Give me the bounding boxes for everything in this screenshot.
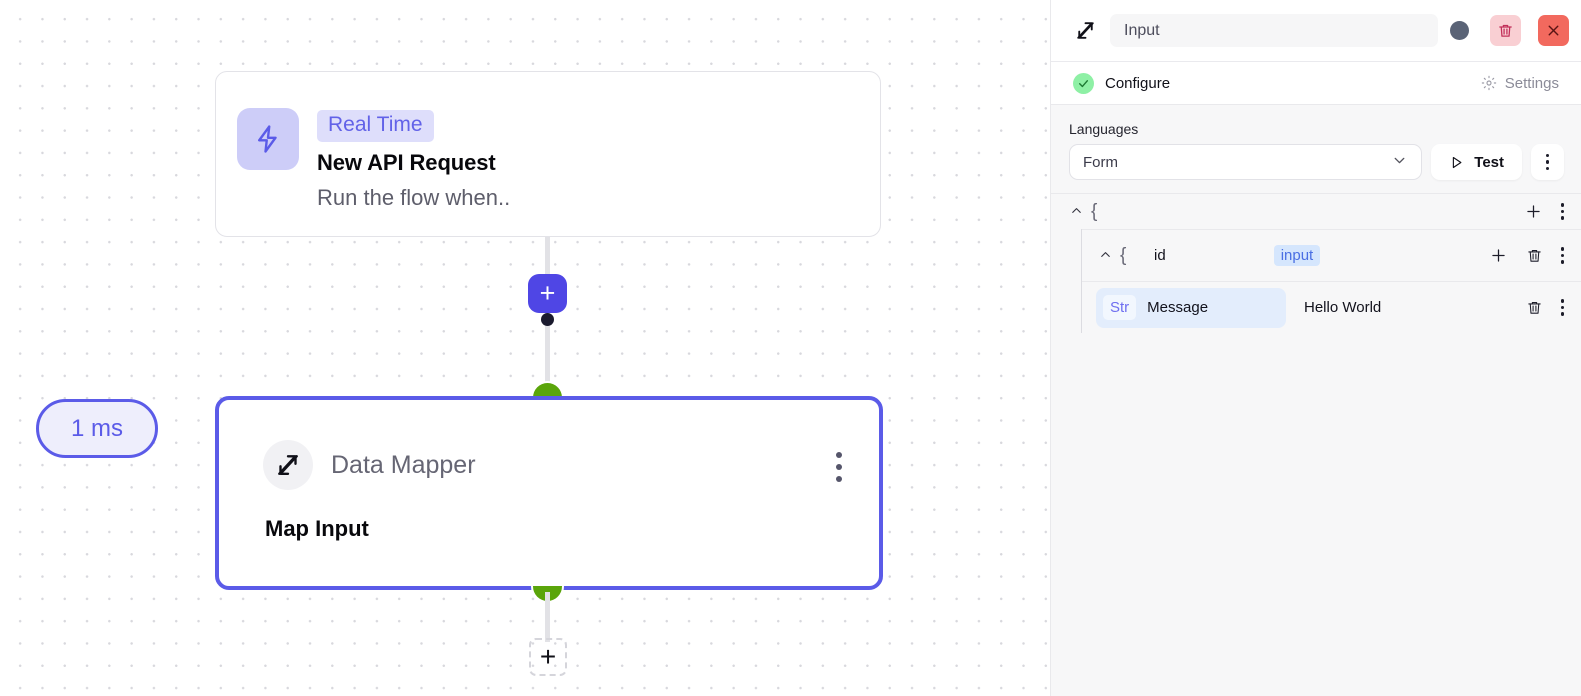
settings-label: Settings xyxy=(1504,74,1559,92)
schema-tree: { xyxy=(1051,193,1581,333)
mapper-node-header: Data Mapper xyxy=(263,440,476,490)
add-step-end-button[interactable]: + xyxy=(529,638,567,676)
panel-title-input[interactable] xyxy=(1110,14,1438,47)
add-field-button[interactable] xyxy=(1489,246,1508,265)
configure-status[interactable]: Configure xyxy=(1073,72,1171,94)
root-menu-button[interactable] xyxy=(1560,203,1564,220)
tree-field-row[interactable]: Str Message Hello World xyxy=(1082,281,1581,333)
add-property-button[interactable] xyxy=(1524,202,1543,221)
tree-object-branch: { id input xyxy=(1081,229,1581,333)
mapper-node-type: Data Mapper xyxy=(331,450,476,479)
status-indicator-dot xyxy=(1450,21,1469,40)
settings-button[interactable]: Settings xyxy=(1481,75,1559,92)
test-button[interactable]: Test xyxy=(1431,144,1522,180)
kebab-dot xyxy=(836,464,842,470)
check-icon xyxy=(1073,72,1094,94)
chevron-up-icon[interactable] xyxy=(1098,247,1120,265)
root-row-actions xyxy=(1524,202,1564,221)
properties-panel: Configure Settings Languages Form xyxy=(1050,0,1581,696)
field-menu-button[interactable] xyxy=(1560,299,1564,316)
connector-line-upper xyxy=(545,237,550,297)
languages-label: Languages xyxy=(1069,121,1139,137)
execution-time-badge: 1 ms xyxy=(36,399,158,458)
field-row-actions xyxy=(1526,299,1564,316)
test-options-menu-button[interactable] xyxy=(1531,144,1564,180)
tree-object-row[interactable]: { id input xyxy=(1082,229,1581,281)
language-select-value: Form xyxy=(1083,153,1118,171)
trigger-text-block: Real Time New API Request Run the flow w… xyxy=(317,108,510,211)
play-icon xyxy=(1449,155,1464,170)
connector-line-lower xyxy=(545,300,550,395)
languages-row: Form Test xyxy=(1051,144,1581,180)
badge-real-time: Real Time xyxy=(317,110,434,142)
flow-canvas[interactable]: Real Time New API Request Run the flow w… xyxy=(0,0,1050,696)
gear-icon xyxy=(1481,75,1497,91)
tree-root-row[interactable]: { xyxy=(1051,193,1581,229)
data-mapper-arrows-icon xyxy=(263,440,313,490)
chevron-up-icon[interactable] xyxy=(1069,203,1091,221)
field-name-label: Message xyxy=(1147,299,1209,316)
add-step-button[interactable]: + xyxy=(528,274,567,313)
test-button-label: Test xyxy=(1474,153,1504,171)
close-panel-button[interactable] xyxy=(1538,15,1569,46)
root-brace: { xyxy=(1091,200,1098,222)
panel-header xyxy=(1051,0,1581,62)
panel-body: Languages Form Test xyxy=(1051,105,1581,696)
object-brace: { xyxy=(1120,244,1127,266)
delete-field-button[interactable] xyxy=(1526,299,1543,316)
mapper-node-title: Map Input xyxy=(265,516,369,541)
field-type-chip: Str xyxy=(1103,295,1137,320)
chevron-down-icon xyxy=(1391,152,1408,173)
delete-node-button[interactable] xyxy=(1490,15,1521,46)
panel-subheader: Configure Settings xyxy=(1051,62,1581,105)
lightning-bolt-icon xyxy=(237,108,299,170)
data-mapper-arrows-icon xyxy=(1073,18,1098,43)
kebab-dot xyxy=(836,476,842,482)
field-name-container[interactable]: Str Message xyxy=(1096,287,1286,328)
connector-dot xyxy=(541,313,554,326)
delete-object-button[interactable] xyxy=(1526,247,1543,264)
configure-label: Configure xyxy=(1105,74,1171,92)
language-select[interactable]: Form xyxy=(1069,144,1423,180)
object-row-actions xyxy=(1489,246,1564,265)
trigger-title: New API Request xyxy=(317,150,496,175)
kebab-icon xyxy=(1545,153,1550,171)
node-data-mapper[interactable]: Data Mapper Map Input xyxy=(215,396,883,590)
object-type-badge: input xyxy=(1273,245,1321,266)
trigger-node-content: Real Time New API Request Run the flow w… xyxy=(237,108,510,211)
field-value-label[interactable]: Hello World xyxy=(1304,299,1382,316)
object-menu-button[interactable] xyxy=(1560,247,1564,264)
trigger-subtitle: Run the flow when.. xyxy=(317,185,511,210)
connector-line-end xyxy=(545,592,550,642)
node-new-api-request[interactable]: Real Time New API Request Run the flow w… xyxy=(215,71,881,237)
node-menu-button[interactable] xyxy=(836,452,842,482)
kebab-dot xyxy=(836,452,842,458)
object-key-label: id xyxy=(1154,247,1166,264)
